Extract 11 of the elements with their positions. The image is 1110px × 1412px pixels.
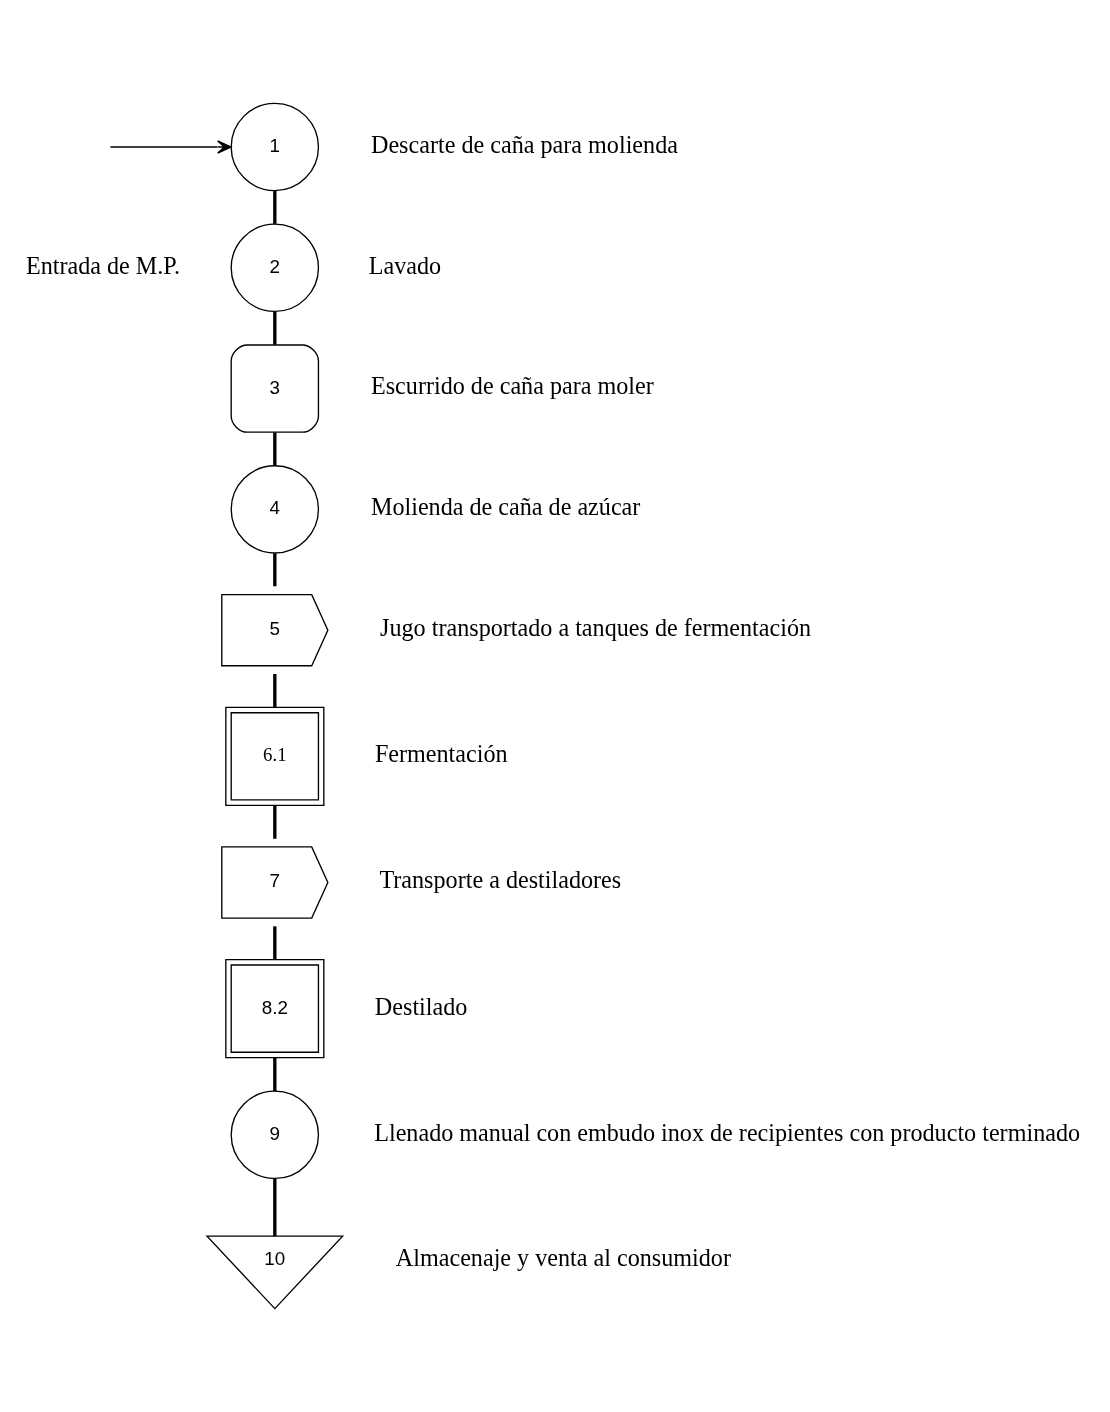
node-label: Almacenaje y venta al consumidor <box>395 1244 731 1272</box>
node-label: Escurrido de caña para moler <box>370 372 654 400</box>
label: Entrada de M.P. <box>25 251 181 279</box>
node-label: Molienda de caña de azúcar <box>370 493 641 521</box>
node-label: Transporte a destiladores <box>379 866 622 894</box>
node-label: Descarte de caña para molienda <box>370 130 678 158</box>
node-label: Lavado <box>368 251 442 279</box>
node-label: Destilado <box>374 992 468 1020</box>
node-label: Jugo transportado a tanques de fermentación <box>380 614 812 642</box>
node-label: Fermentación <box>374 740 508 768</box>
node-label: Llenado manual con embudo inox de recipientes con producto terminado <box>374 1118 1081 1146</box>
